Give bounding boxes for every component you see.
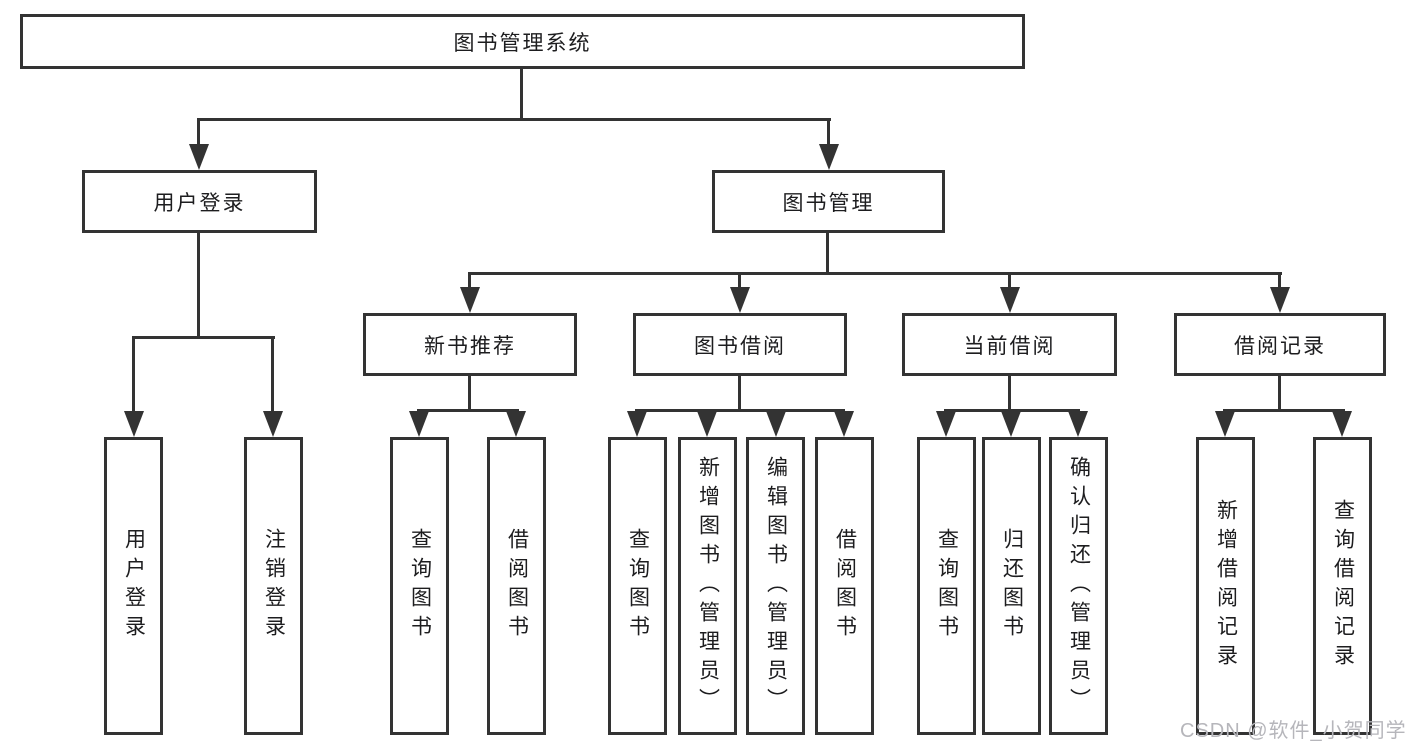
arrow-down-icon: [834, 411, 854, 437]
leaf-search-books-current: 查询图书: [917, 437, 976, 735]
connector-l3-drop: [468, 272, 471, 289]
arrow-down-icon: [697, 411, 717, 437]
connector-new-book-branch: [417, 409, 519, 412]
leaf-logout: 注销登录: [244, 437, 303, 735]
connector-l3-drop: [1008, 272, 1011, 289]
connector-leaf-drop: [271, 336, 274, 413]
arrow-down-icon: [189, 144, 209, 170]
arrow-down-icon: [263, 411, 283, 437]
arrow-down-icon: [124, 411, 144, 437]
connector-user-login-drop: [197, 118, 200, 146]
csdn-watermark: CSDN @软件_小贺同学: [1180, 720, 1405, 742]
connector-borrowing-records-stem: [1278, 375, 1281, 411]
arrow-down-icon: [936, 411, 956, 437]
leaf-search-borrow-record: 查询借阅记录: [1313, 437, 1372, 735]
node-user-login: 用户登录: [82, 170, 317, 233]
connector-root-stem: [520, 67, 523, 119]
node-current-borrowing: 当前借阅: [902, 313, 1117, 376]
connector-root-branch: [197, 118, 831, 121]
arrow-down-icon: [506, 411, 526, 437]
node-book-management: 图书管理: [712, 170, 945, 233]
leaf-edit-books-admin: 编辑图书（管理员）: [746, 437, 805, 735]
connector-user-login-stem: [197, 232, 200, 337]
leaf-return-books: 归还图书: [982, 437, 1041, 735]
leaf-borrow-books-recommend: 借阅图书: [487, 437, 546, 735]
node-book-borrowing: 图书借阅: [633, 313, 847, 376]
connector-book-borrowing-stem: [738, 375, 741, 411]
connector-current-borrowing-branch: [944, 409, 1080, 412]
leaf-search-books-borrowing: 查询图书: [608, 437, 667, 735]
arrow-down-icon: [1215, 411, 1235, 437]
arrow-down-icon: [766, 411, 786, 437]
connector-l3-drop: [738, 272, 741, 289]
node-borrowing-records: 借阅记录: [1174, 313, 1386, 376]
connector-l3-drop: [1278, 272, 1281, 289]
leaf-add-books-admin: 新增图书（管理员）: [678, 437, 737, 735]
connector-book-management-drop: [827, 118, 830, 146]
arrow-down-icon: [819, 144, 839, 170]
arrow-down-icon: [460, 287, 480, 313]
node-new-book-recommendation: 新书推荐: [363, 313, 577, 376]
connector-current-borrowing-stem: [1008, 375, 1011, 411]
arrow-down-icon: [730, 287, 750, 313]
leaf-borrow-books: 借阅图书: [815, 437, 874, 735]
leaf-add-borrow-record: 新增借阅记录: [1196, 437, 1255, 735]
arrow-down-icon: [1000, 287, 1020, 313]
connector-borrowing-records-branch: [1223, 409, 1345, 412]
connector-leaf-drop: [132, 336, 135, 413]
leaf-confirm-return-admin: 确认归还（管理员）: [1049, 437, 1108, 735]
connector-book-management-stem: [826, 232, 829, 273]
node-library-management-system: 图书管理系统: [20, 14, 1025, 69]
arrow-down-icon: [1001, 411, 1021, 437]
arrow-down-icon: [409, 411, 429, 437]
arrow-down-icon: [627, 411, 647, 437]
arrow-down-icon: [1068, 411, 1088, 437]
arrow-down-icon: [1332, 411, 1352, 437]
leaf-search-books-recommend: 查询图书: [390, 437, 449, 735]
connector-book-management-branch: [468, 272, 1282, 275]
connector-book-borrowing-branch: [635, 409, 845, 412]
connector-new-book-stem: [468, 375, 471, 411]
arrow-down-icon: [1270, 287, 1290, 313]
connector-user-login-branch: [132, 336, 275, 339]
leaf-user-login: 用户登录: [104, 437, 163, 735]
